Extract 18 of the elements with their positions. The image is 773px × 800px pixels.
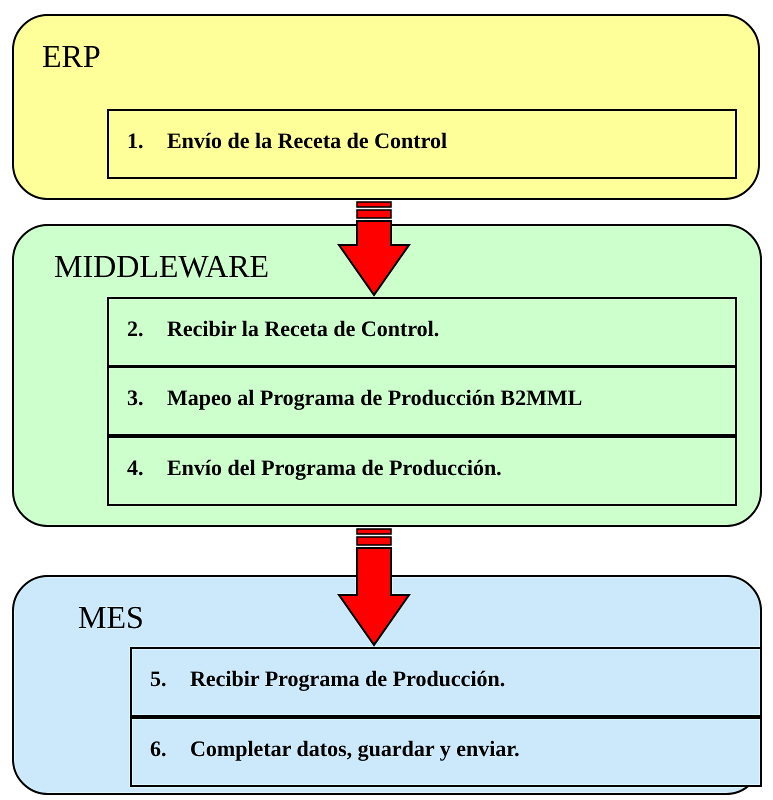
step-box bbox=[130, 717, 762, 787]
system-panel bbox=[12, 224, 762, 527]
system-heading: ERP bbox=[42, 40, 101, 72]
step-text: 4. Envío del Programa de Producción. bbox=[127, 454, 502, 482]
step-box bbox=[107, 436, 737, 506]
step-box bbox=[107, 366, 737, 436]
step-text: 6. Completar datos, guardar y enviar. bbox=[150, 735, 520, 762]
step-text: 2. Recibir la Receta de Control. bbox=[127, 315, 440, 342]
step-box bbox=[130, 647, 762, 717]
step-text: 3. Mapeo al Programa de Producción B2MML bbox=[127, 384, 582, 412]
step-text: 5. Recibir Programa de Producción. bbox=[150, 665, 506, 692]
system-heading: MIDDLEWARE bbox=[54, 250, 270, 282]
system-panel bbox=[12, 575, 762, 795]
step-box bbox=[107, 109, 737, 179]
step-text: 1. Envío de la Receta de Control bbox=[127, 127, 448, 154]
system-panel bbox=[12, 14, 760, 200]
system-heading: MES bbox=[78, 601, 144, 633]
step-box bbox=[107, 297, 737, 367]
